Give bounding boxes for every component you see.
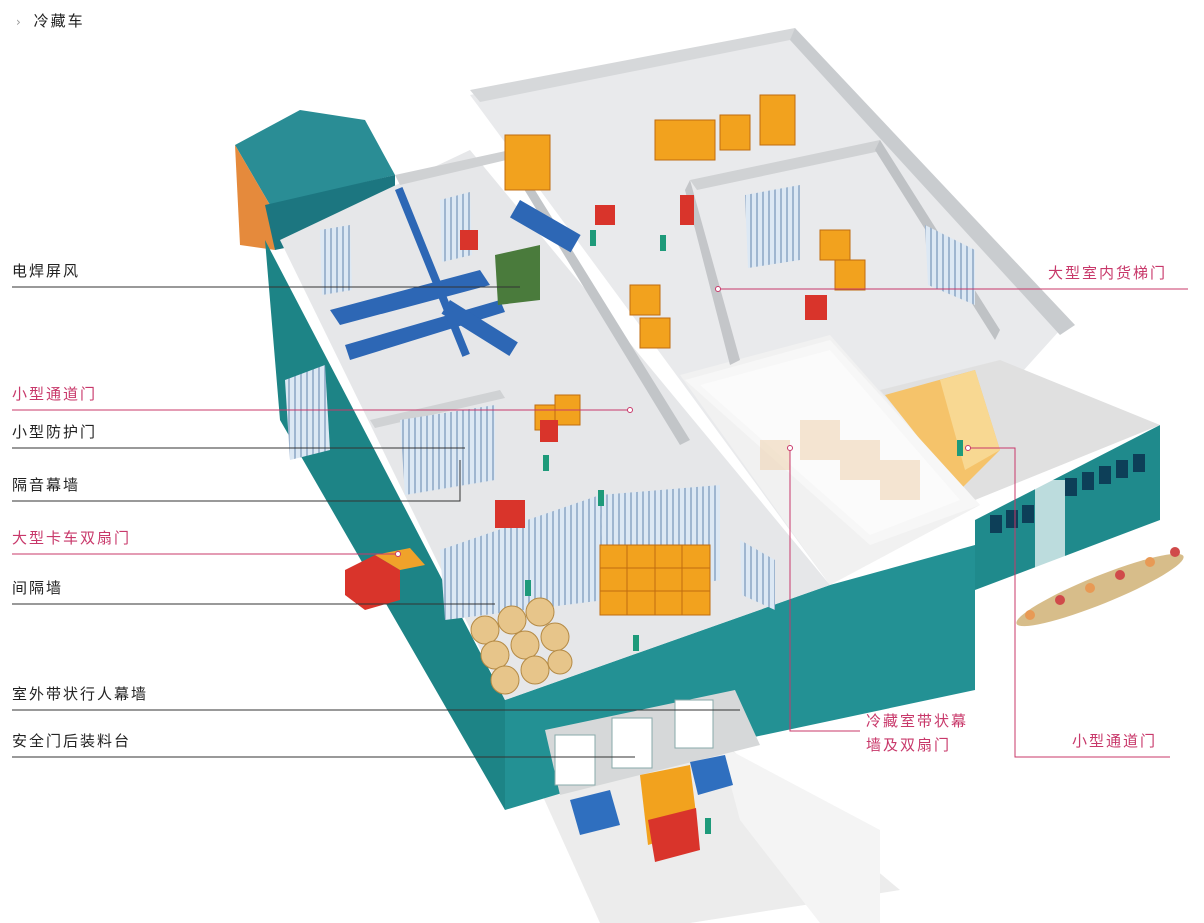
label-small-passage-door-right: 小型通道门 xyxy=(1072,732,1158,750)
label-acoustic-curtain-wall: 隔音幕墙 xyxy=(12,476,81,494)
leader-dots xyxy=(395,286,971,557)
label-dock-behind-safety-door: 安全门后装料台 xyxy=(12,732,132,750)
leader-lines-dark xyxy=(12,286,740,758)
breadcrumb[interactable]: › 冷藏车 xyxy=(16,10,85,31)
road xyxy=(540,740,900,923)
machinery xyxy=(330,187,581,360)
label-small-passage-door-left: 小型通道门 xyxy=(12,385,98,403)
label-large-indoor-lift-door: 大型室内货梯门 xyxy=(1048,264,1168,282)
cable-reels xyxy=(470,597,573,695)
label-large-truck-double-door: 大型卡车双扇门 xyxy=(12,529,132,547)
label-small-protective-door: 小型防护门 xyxy=(12,423,98,441)
label-welding-screen: 电焊屏风 xyxy=(12,262,81,280)
label-partition-wall: 间隔墙 xyxy=(12,579,64,597)
crate-grid-lines xyxy=(600,545,710,615)
label-cold-room-line2: 墙及双扇门 xyxy=(866,736,952,754)
label-cold-room-line1: 冷藏室带状幕 xyxy=(866,712,969,730)
label-outdoor-strip-curtain: 室外带状行人幕墙 xyxy=(12,685,149,703)
breadcrumb-label: 冷藏车 xyxy=(33,12,85,30)
forklifts xyxy=(460,195,827,528)
leader-lines-pink xyxy=(12,288,1188,758)
cold-room xyxy=(685,340,980,545)
welding-screen-panel xyxy=(495,245,540,305)
chevron-right-icon: › xyxy=(16,15,23,29)
loading-dock xyxy=(545,690,760,862)
workers xyxy=(525,230,963,834)
flower-bed xyxy=(1016,547,1184,627)
